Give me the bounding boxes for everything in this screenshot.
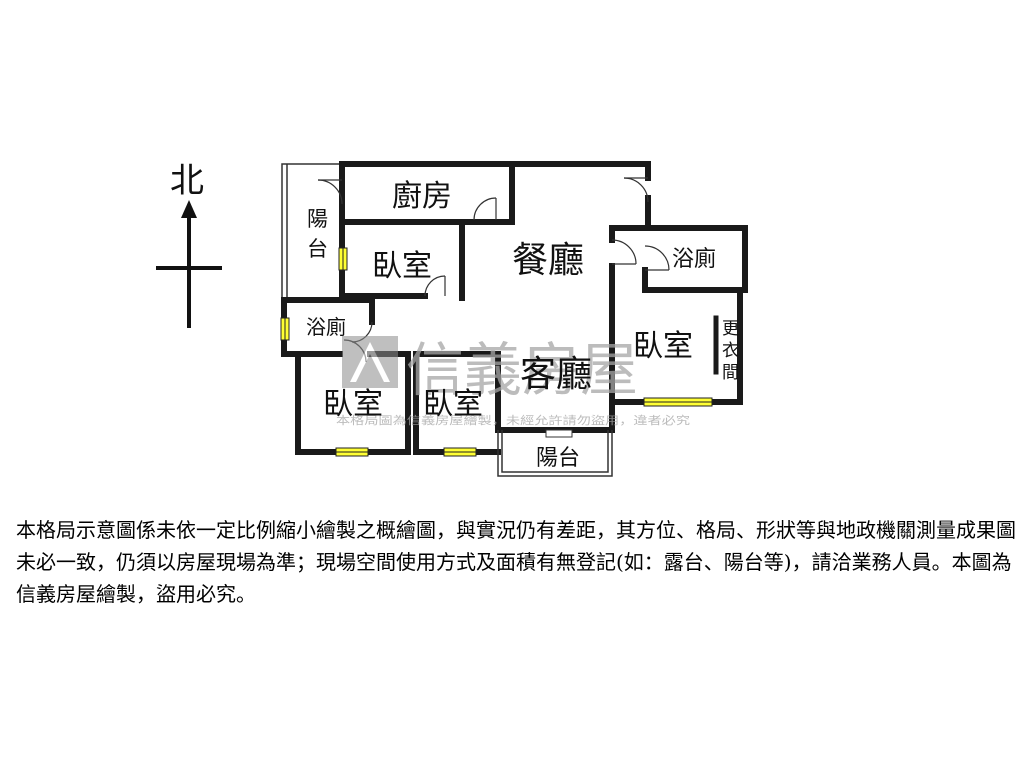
walls — [281, 161, 748, 455]
balcony-w-label-1: 陽 — [307, 207, 328, 231]
compass: 北 — [156, 161, 222, 328]
watermark: 信義房屋 本格局圖為信義房屋繪製，未經允許請勿盜用，違者必究 — [336, 336, 690, 427]
doors — [317, 177, 670, 363]
room-labels: 廚房 餐廳 客廳 臥室 臥室 臥室 臥室 浴廁 浴廁 陽 台 陽台 更 衣 間 — [306, 179, 739, 471]
north-arrow-head — [181, 200, 197, 218]
closet-label-2: 衣 — [722, 341, 739, 361]
floor-plan: 北 — [156, 161, 748, 477]
bath-e-label: 浴廁 — [672, 247, 716, 272]
brand-logo — [342, 336, 398, 388]
bath-w-label: 浴廁 — [306, 315, 346, 339]
brand-watermark: 信義房屋 — [406, 336, 638, 404]
balcony-outline-west — [281, 163, 342, 300]
bedroom-sw2-label: 臥室 — [423, 387, 483, 422]
closet-label-1: 更 — [722, 319, 739, 339]
balcony-outline-south — [497, 429, 613, 477]
balcony-w-label-2: 台 — [307, 237, 328, 261]
balcony-s-label: 陽台 — [536, 446, 580, 471]
disclaimer-text: 本格局示意圖係未依一定比例縮小繪製之概繪圖，與實況仍有差距，其方位、格局、形狀等… — [16, 518, 1016, 606]
bedroom-nw-label: 臥室 — [372, 249, 432, 284]
bedroom-e-label: 臥室 — [633, 329, 693, 364]
living-label: 客廳 — [520, 354, 592, 395]
bedroom-sw1-label: 臥室 — [323, 387, 383, 422]
windows — [280, 247, 713, 457]
balcony-door-marker — [545, 429, 573, 438]
watermark-notice: 本格局圖為信義房屋繪製，未經允許請勿盜用，違者必究 — [336, 413, 690, 427]
dining-label: 餐廳 — [512, 240, 584, 281]
closet-label-3: 間 — [722, 363, 739, 383]
kitchen-label: 廚房 — [392, 179, 452, 214]
north-label: 北 — [170, 161, 204, 201]
